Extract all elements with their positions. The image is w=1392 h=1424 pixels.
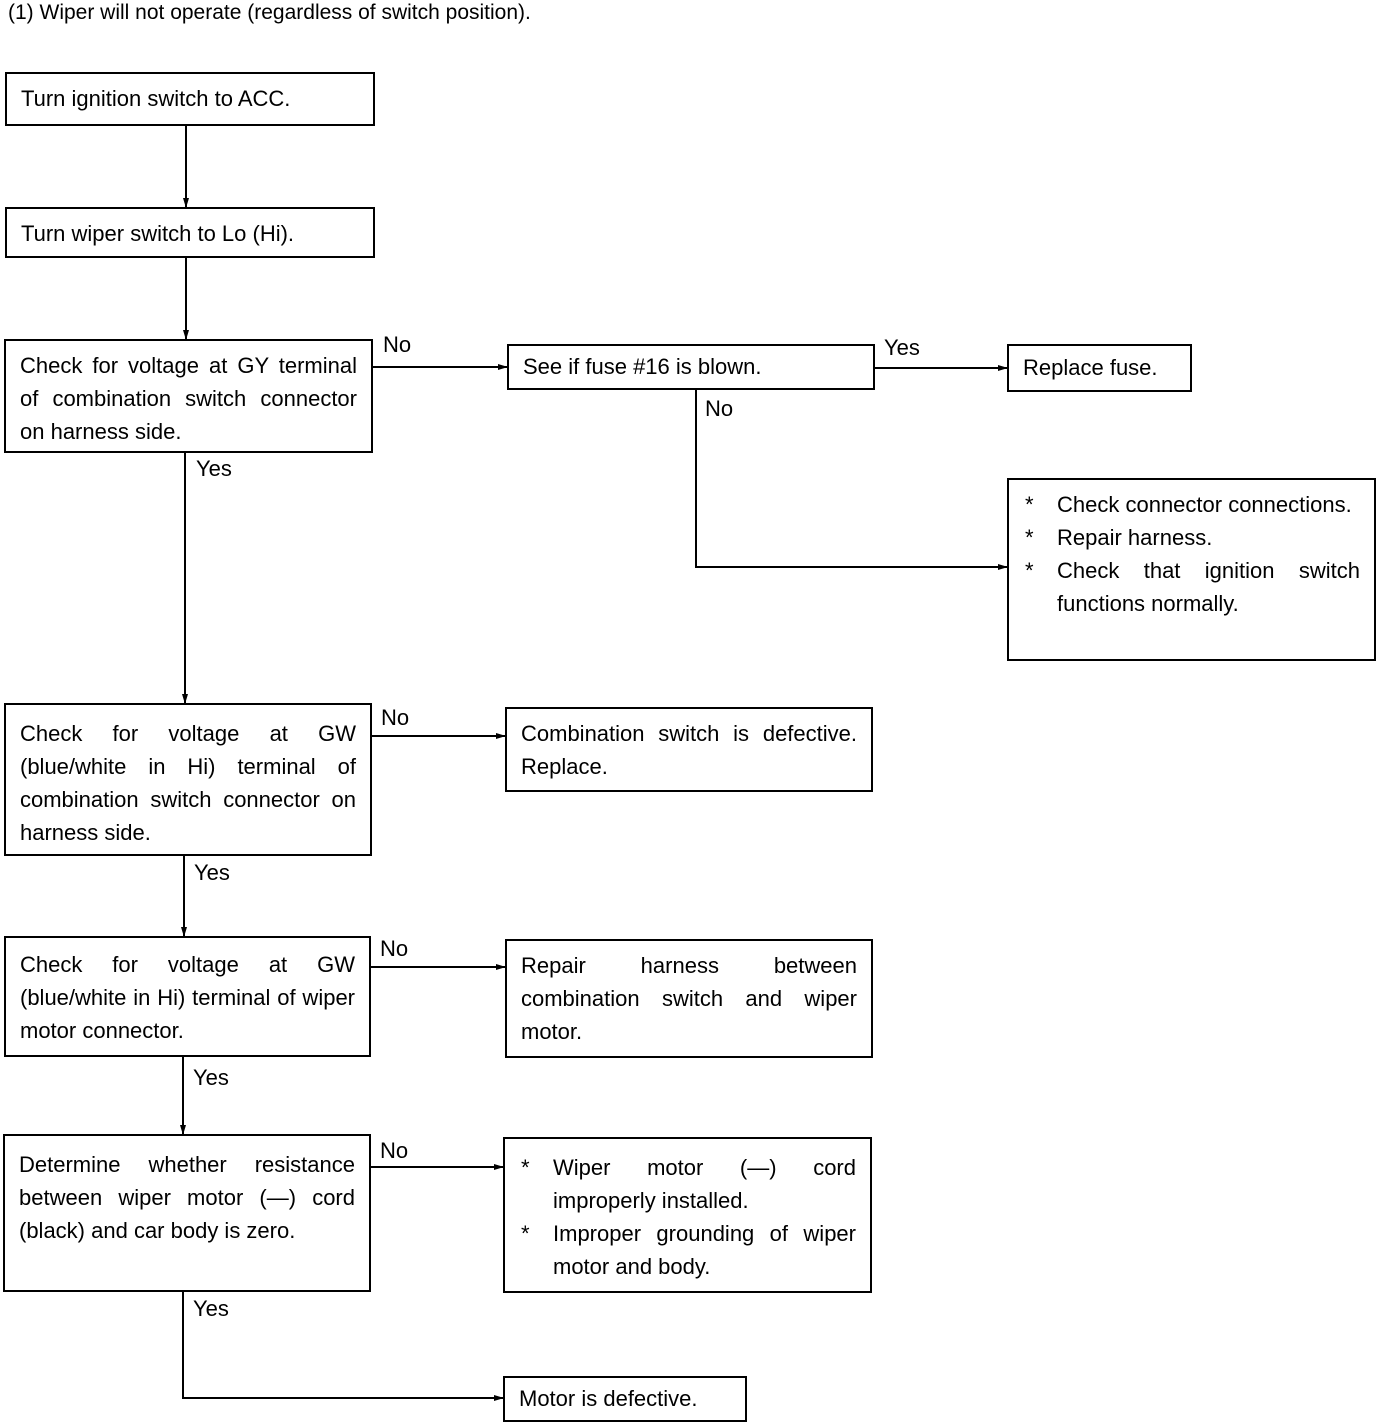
node-connector-checks: * Check connector connections. * Repair ha… xyxy=(1007,478,1376,661)
edge-resistance-yes-to-motor xyxy=(182,1292,504,1401)
node-replace-fuse-text: Replace fuse. xyxy=(1023,355,1158,380)
node-repair-harness-text: Repair harness between combination switc… xyxy=(521,953,857,1044)
node-motor-defective: Motor is defective. xyxy=(503,1376,747,1422)
node-motor-defective-text: Motor is defective. xyxy=(519,1386,698,1411)
label-resistance-no: No xyxy=(380,1138,409,1163)
node-check-gw-motor: Check for voltage at GW (blue/white in H… xyxy=(4,936,371,1057)
node-fuse16: See if fuse #16 is blown. xyxy=(507,344,875,390)
connector-check-item: * Check connector connections. xyxy=(1023,488,1360,521)
node-switch-defective: Combination switch is defective. Replace… xyxy=(505,707,873,792)
node-ground-issues: * Wiper motor (—) cord improperly install… xyxy=(503,1137,872,1293)
node-switch-defective-text: Combination switch is defective. Replace… xyxy=(521,721,857,779)
bullet-asterisk: * xyxy=(1025,558,1034,583)
connector-check-text: Check connector connections. xyxy=(1057,492,1352,517)
label-resistance-yes: Yes xyxy=(193,1296,229,1321)
ground-issue-text: Improper grounding of wiper motor and bo… xyxy=(553,1221,856,1279)
node-check-resistance: Determine whether resistance between wip… xyxy=(3,1134,371,1292)
connector-check-text: Check that ignition switch functions nor… xyxy=(1057,558,1360,616)
node-wiper-lo-text: Turn wiper switch to Lo (Hi). xyxy=(21,221,295,246)
ground-issue-text: Wiper motor (—) cord improperly installe… xyxy=(553,1155,856,1213)
node-check-gw-switch: Check for voltage at GW (blue/white in H… xyxy=(4,703,372,856)
bullet-asterisk: * xyxy=(1025,525,1034,550)
label-gw-motor-yes: Yes xyxy=(193,1065,229,1090)
connector-check-item: * Check that ignition switch functions no… xyxy=(1023,554,1360,620)
ground-issue-item: * Wiper motor (—) cord improperly install… xyxy=(519,1151,856,1217)
node-wiper-lo: Turn wiper switch to Lo (Hi). xyxy=(5,207,375,258)
connector-check-item: * Repair harness. xyxy=(1023,521,1360,554)
node-check-gy-text: Check for voltage at GY terminal of comb… xyxy=(20,353,357,444)
bullet-asterisk: * xyxy=(1025,492,1034,517)
bullet-asterisk: * xyxy=(521,1155,530,1180)
node-acc: Turn ignition switch to ACC. xyxy=(5,72,375,126)
label-fuse-no: No xyxy=(705,396,734,421)
node-check-resistance-text: Determine whether resistance between wip… xyxy=(19,1152,355,1243)
bullet-asterisk: * xyxy=(521,1221,530,1246)
node-fuse16-text: See if fuse #16 is blown. xyxy=(523,354,762,379)
label-gw-switch-yes: Yes xyxy=(194,860,230,885)
label-gy-no: No xyxy=(383,332,412,357)
node-check-gy: Check for voltage at GY terminal of comb… xyxy=(4,339,373,453)
page-title: (1) Wiper will not operate (regardless o… xyxy=(8,1,531,24)
node-repair-harness: Repair harness between combination switc… xyxy=(505,939,873,1058)
label-gy-yes: Yes xyxy=(196,456,232,481)
node-check-gw-switch-text: Check for voltage at GW (blue/white in H… xyxy=(20,721,356,845)
label-gw-switch-no: No xyxy=(381,705,410,730)
connector-check-text: Repair harness. xyxy=(1057,525,1213,550)
ground-issue-item: * Improper grounding of wiper motor and b… xyxy=(519,1217,856,1283)
label-gw-motor-no: No xyxy=(380,936,409,961)
node-replace-fuse: Replace fuse. xyxy=(1007,344,1192,392)
label-fuse-yes: Yes xyxy=(884,335,920,360)
node-acc-text: Turn ignition switch to ACC. xyxy=(21,86,291,111)
edge-fuse-no-to-checks xyxy=(695,390,1008,570)
node-check-gw-motor-text: Check for voltage at GW (blue/white in H… xyxy=(20,952,355,1043)
